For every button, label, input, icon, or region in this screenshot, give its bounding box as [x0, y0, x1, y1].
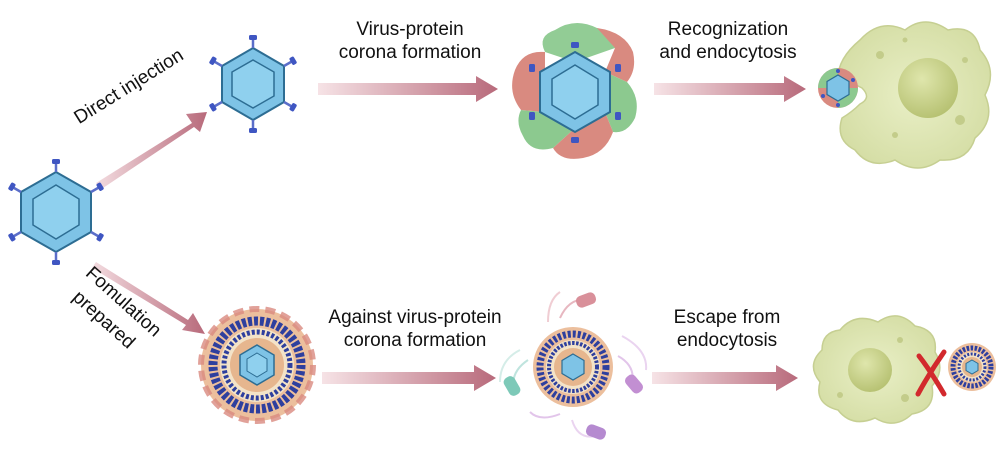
engulfed-corona-virus — [818, 68, 858, 108]
blocked-cross-icon — [915, 349, 947, 397]
repelled-proteins — [499, 291, 648, 440]
label-corona-formation-line2: corona formation — [338, 42, 482, 63]
macrophage-cell-bottom — [812, 315, 941, 424]
label-corona-formation: Virus-protein corona formation — [330, 18, 490, 64]
source-virus-capsid — [6, 157, 106, 267]
macrophage-cell-top — [837, 21, 992, 169]
escaped-nanoparticle — [948, 343, 996, 391]
label-escape: Escape from endocytosis — [652, 306, 802, 352]
label-against-corona-line2: corona formation — [343, 330, 487, 351]
shielded-nanoparticle — [533, 327, 613, 407]
formulated-nanoparticle — [198, 306, 316, 424]
label-recognition-line1: Recognization — [667, 19, 789, 40]
arrow-escape — [652, 365, 798, 391]
arrow-direct-injection — [96, 112, 207, 190]
label-recognition-line2: and endocytosis — [659, 42, 797, 63]
injected-virus-capsid — [207, 33, 299, 135]
label-against-corona-line1: Against virus-protein — [328, 307, 502, 328]
label-escape-line2: endocytosis — [676, 330, 778, 351]
label-against-corona: Against virus-protein corona formation — [310, 306, 520, 352]
arrow-recognition — [654, 76, 806, 102]
label-recognition: Recognization and endocytosis — [648, 18, 808, 64]
arrow-corona-formation — [318, 76, 498, 102]
label-escape-line1: Escape from — [673, 307, 781, 328]
arrow-formulation — [92, 262, 205, 334]
label-corona-formation-line1: Virus-protein — [356, 19, 464, 40]
arrow-against-corona — [322, 365, 496, 391]
virus-protein-corona — [512, 22, 637, 159]
